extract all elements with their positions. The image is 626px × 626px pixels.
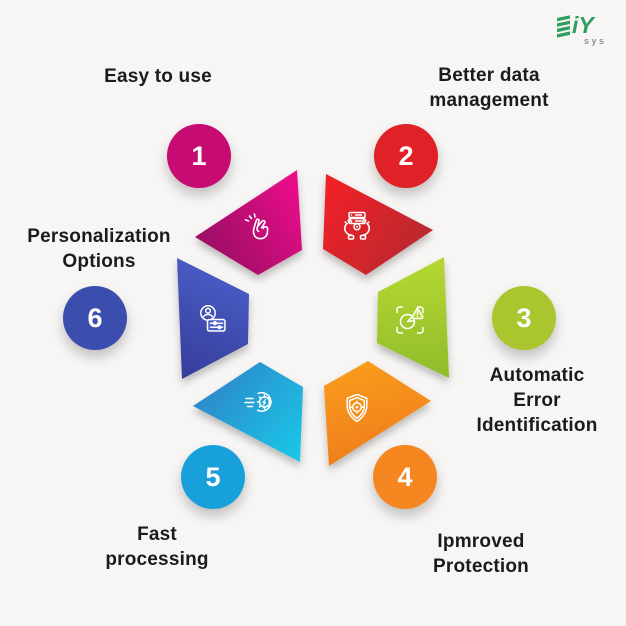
- step-number: 2: [398, 140, 414, 171]
- step-circle-1: 1: [167, 124, 231, 188]
- error-scan-icon: [396, 306, 424, 334]
- label-easy-to-use: Easy to use: [104, 66, 212, 87]
- segment-5: [193, 362, 303, 462]
- step-number: 1: [191, 140, 207, 171]
- step-number: 3: [516, 302, 532, 333]
- logo-brand-text: iY: [572, 12, 596, 38]
- step-circle-2: 2: [374, 124, 438, 188]
- segment-2: [323, 174, 433, 275]
- label-personalization-options: Personalization Options: [27, 226, 171, 272]
- logo-e-mark: [557, 15, 570, 38]
- step-circle-5: 5: [181, 445, 245, 509]
- label-fast-processing: Fast processing: [105, 524, 209, 570]
- segment-1: [195, 170, 302, 275]
- speed-gear-icon: [244, 392, 273, 412]
- label-better-data-management: Better data management: [429, 65, 549, 111]
- step-number: 5: [205, 461, 221, 492]
- shield-target-icon: [346, 393, 368, 423]
- step-circle-4: 4: [373, 445, 437, 509]
- step-number: 4: [397, 461, 413, 492]
- hands-holding-data-icon: [344, 211, 370, 240]
- id-card-icon: [200, 305, 226, 332]
- snap-fingers-icon: [244, 213, 269, 240]
- label-improved-protection: Ipmroved Protection: [433, 531, 529, 577]
- brand-logo: iY sys: [557, 12, 607, 46]
- segment-4: [324, 361, 431, 466]
- logo-sub-text: sys: [584, 36, 607, 46]
- step-circle-3: 3: [492, 286, 556, 350]
- step-circle-6: 6: [63, 286, 127, 350]
- label-automatic-error-identification: Automatic Error Identification: [476, 365, 598, 436]
- step-number: 6: [87, 302, 103, 333]
